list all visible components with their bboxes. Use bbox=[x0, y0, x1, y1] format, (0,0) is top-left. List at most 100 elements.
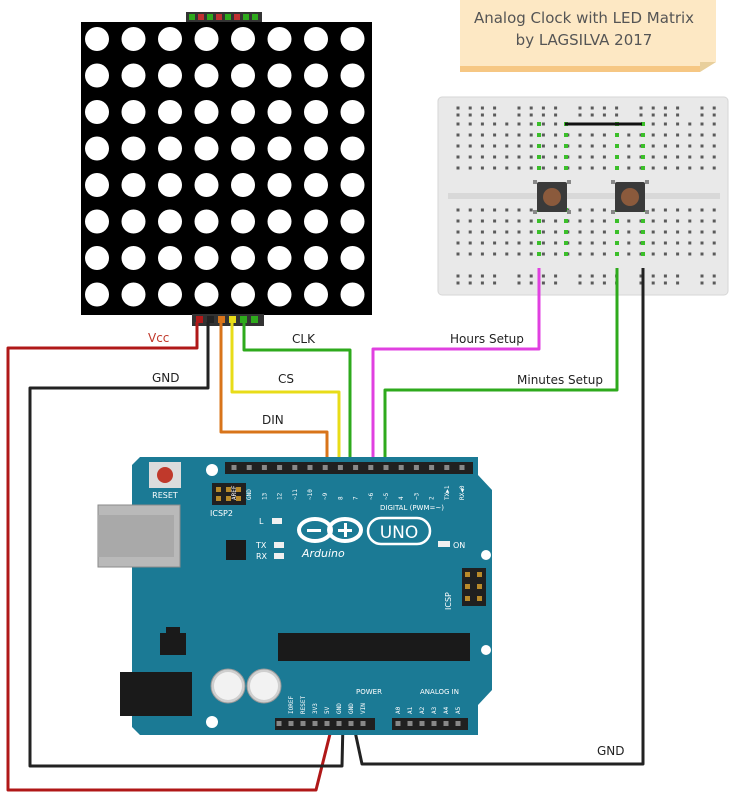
breadboard-hole bbox=[590, 219, 594, 223]
digital-pin[interactable] bbox=[231, 465, 237, 470]
digital-pin[interactable] bbox=[413, 465, 419, 470]
breadboard-hole bbox=[480, 219, 484, 223]
digital-pin[interactable] bbox=[429, 465, 435, 470]
digital-pin[interactable] bbox=[277, 465, 283, 470]
breadboard-hole bbox=[651, 230, 655, 234]
breadboard-hole bbox=[456, 166, 460, 170]
breadboard-hole bbox=[712, 230, 716, 234]
analog-pin[interactable] bbox=[419, 721, 425, 726]
breadboard-hole bbox=[663, 219, 667, 223]
breadboard-hole bbox=[468, 166, 472, 170]
breadboard-hole-active bbox=[641, 133, 645, 137]
breadboard-hole-active bbox=[564, 219, 568, 223]
breadboard-hole bbox=[615, 113, 619, 117]
analog-pin[interactable] bbox=[407, 721, 413, 726]
breadboard-hole bbox=[456, 208, 460, 212]
capacitor-1 bbox=[210, 668, 246, 704]
breadboard-hole bbox=[578, 113, 582, 117]
matrix-led bbox=[194, 282, 219, 307]
breadboard-hole bbox=[590, 230, 594, 234]
breadboard-hole bbox=[480, 155, 484, 159]
power-pin[interactable] bbox=[336, 721, 342, 726]
breadboard-hole bbox=[602, 252, 606, 256]
breadboard-hole bbox=[529, 133, 533, 137]
breadboard-hole bbox=[480, 106, 484, 110]
breadboard-hole bbox=[529, 144, 533, 148]
power-pin[interactable] bbox=[300, 721, 306, 726]
pushbutton-minutes[interactable] bbox=[611, 180, 649, 214]
breadboard-hole bbox=[456, 122, 460, 126]
matrix-led bbox=[340, 136, 365, 161]
breadboard-hole bbox=[505, 219, 509, 223]
reset-label: RESET bbox=[152, 491, 178, 500]
breadboard-hole bbox=[517, 106, 521, 110]
breadboard-hole-active bbox=[641, 252, 645, 256]
breadboard-hole bbox=[554, 122, 558, 126]
analog-pin[interactable] bbox=[455, 721, 461, 726]
breadboard-hole bbox=[676, 274, 680, 278]
breadboard-hole bbox=[663, 106, 667, 110]
digital-pin[interactable] bbox=[398, 465, 404, 470]
digital-pin[interactable] bbox=[337, 465, 343, 470]
breadboard-hole bbox=[517, 208, 521, 212]
breadboard-hole bbox=[578, 166, 582, 170]
digital-pin[interactable] bbox=[459, 465, 465, 470]
digital-pin[interactable] bbox=[353, 465, 359, 470]
digital-pin[interactable] bbox=[246, 465, 252, 470]
power-pin[interactable] bbox=[276, 721, 282, 726]
power-pin[interactable] bbox=[288, 721, 294, 726]
power-pin[interactable] bbox=[312, 721, 318, 726]
analog-pin[interactable] bbox=[443, 721, 449, 726]
breadboard-hole bbox=[493, 122, 497, 126]
breadboard-hole bbox=[602, 281, 606, 285]
breadboard-hole bbox=[505, 133, 509, 137]
analog-pin[interactable] bbox=[431, 721, 437, 726]
breadboard-hole bbox=[529, 106, 533, 110]
matrix-led bbox=[304, 63, 328, 88]
digital-pin[interactable] bbox=[307, 465, 313, 470]
breadboard-hole-active bbox=[564, 133, 568, 137]
breadboard-hole bbox=[688, 208, 692, 212]
digital-pin-label: 2 bbox=[429, 496, 436, 500]
breadboard-hole bbox=[627, 133, 631, 137]
matrix-led bbox=[231, 282, 255, 307]
breadboard-hole bbox=[651, 219, 655, 223]
breadboard-hole bbox=[517, 144, 521, 148]
analog-pin-label: A5 bbox=[455, 706, 462, 714]
breadboard-hole bbox=[468, 144, 472, 148]
breadboard-hole bbox=[602, 208, 606, 212]
digital-pin[interactable] bbox=[383, 465, 389, 470]
breadboard-hole bbox=[517, 133, 521, 137]
breadboard-hole bbox=[602, 219, 606, 223]
digital-pin[interactable] bbox=[322, 465, 328, 470]
matrix-led bbox=[267, 209, 292, 234]
breadboard-hole-active bbox=[537, 155, 541, 159]
power-label: POWER bbox=[356, 688, 382, 696]
digital-pin[interactable] bbox=[444, 465, 450, 470]
breadboard-hole bbox=[712, 208, 716, 212]
digital-pin-label: 4 bbox=[398, 496, 405, 500]
digital-pin[interactable] bbox=[368, 465, 374, 470]
matrix-led bbox=[340, 209, 365, 234]
pushbutton-hours[interactable] bbox=[533, 180, 571, 214]
analog-pin[interactable] bbox=[395, 721, 401, 726]
breadboard-hole bbox=[688, 252, 692, 256]
digital-pin[interactable] bbox=[292, 465, 298, 470]
led-matrix bbox=[81, 12, 372, 326]
digital-pin[interactable] bbox=[261, 465, 267, 470]
breadboard-hole bbox=[700, 241, 704, 245]
reset-button[interactable] bbox=[149, 462, 181, 488]
breadboard-hole bbox=[651, 241, 655, 245]
power-pin[interactable] bbox=[348, 721, 354, 726]
power-pin[interactable] bbox=[360, 721, 366, 726]
usb-chip bbox=[226, 540, 246, 560]
power-pin[interactable] bbox=[324, 721, 330, 726]
breadboard-hole bbox=[493, 252, 497, 256]
matrix-led bbox=[85, 27, 109, 51]
led-tx-label: TX bbox=[255, 541, 267, 550]
breadboard-hole bbox=[517, 219, 521, 223]
breadboard-hole bbox=[505, 230, 509, 234]
